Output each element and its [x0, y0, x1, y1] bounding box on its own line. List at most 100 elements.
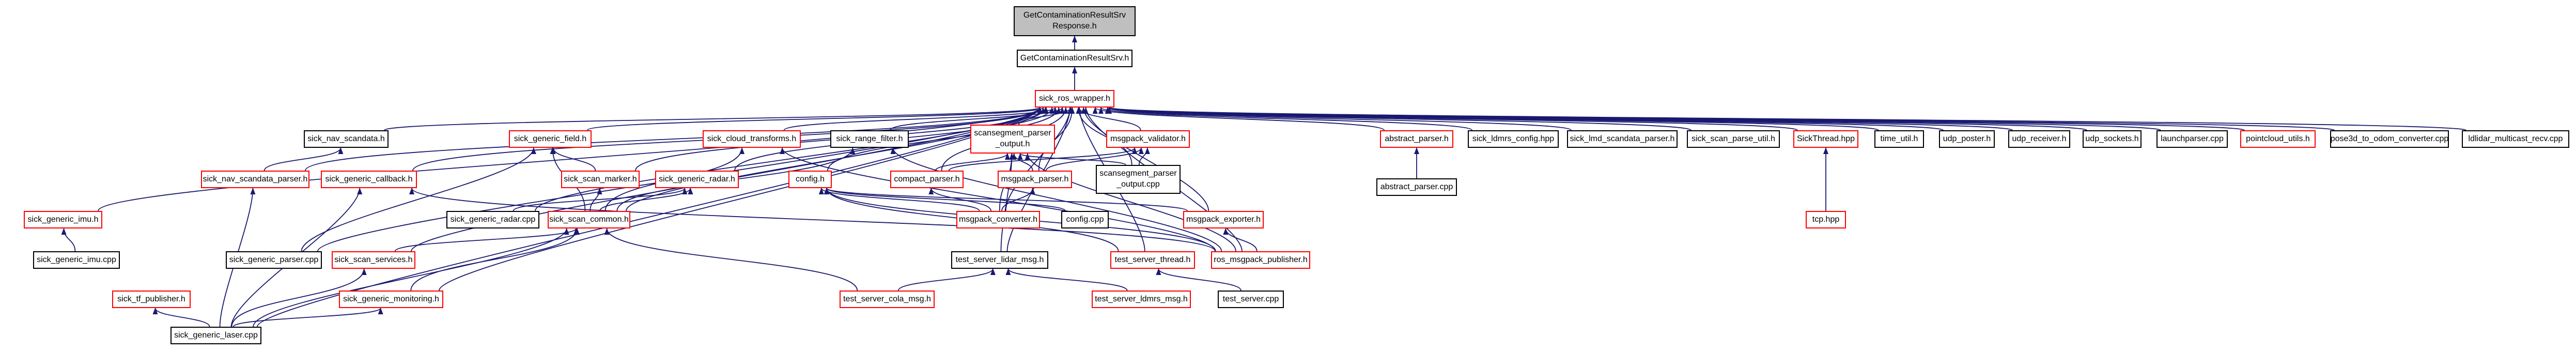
- graph-node-label: GetContaminationResultSrv.h: [1020, 53, 1129, 63]
- graph-node-scan_parse_util[interactable]: sick_scan_parse_util.h: [1687, 130, 1780, 148]
- graph-node-scan_marker[interactable]: sick_scan_marker.h: [561, 171, 640, 188]
- graph-node-label: sick_scan_services.h: [334, 255, 413, 264]
- include-edge-generic_field-to-wrapper: [587, 107, 1046, 131]
- include-edge-ts_cola_msg-to-scan_common: [604, 228, 858, 291]
- graph-node-tcp_hpp[interactable]: tcp.hpp: [1806, 211, 1846, 228]
- graph-node-label: sick_ros_wrapper.h: [1039, 94, 1110, 103]
- graph-node-udp_receiver[interactable]: udp_receiver.h: [2008, 130, 2070, 148]
- graph-node-label: scansegment_parser: [974, 129, 1051, 138]
- include-edge-ldmrs_config-to-wrapper: [1098, 107, 1472, 131]
- graph-node-generic_radar_h[interactable]: sick_generic_radar.h: [655, 171, 739, 188]
- graph-node-scan_services[interactable]: sick_scan_services.h: [332, 251, 415, 269]
- graph-node-ts_thread[interactable]: test_server_thread.h: [1110, 251, 1195, 269]
- graph-node-ts_lidar_msg[interactable]: test_server_lidar_msg.h: [951, 251, 1048, 269]
- graph-node-label: pointcloud_utils.h: [2246, 134, 2310, 143]
- graph-node-generic_laser_cpp[interactable]: sick_generic_laser.cpp: [170, 327, 261, 344]
- graph-node-ldlidar[interactable]: ldlidar_multicast_recv.cpp: [2462, 130, 2569, 148]
- include-edge-generic_imu_cpp-to-generic_imu_h: [61, 228, 76, 252]
- include-edge-ros_msgpack_pub-to-range_filter: [890, 147, 1222, 252]
- graph-node-lmd_scandata_parser[interactable]: sick_lmd_scandata_parser.h: [1567, 130, 1678, 148]
- graph-node-label: sick_scan_marker.h: [564, 174, 637, 184]
- graph-node-msgpack_validator[interactable]: msgpack_validator.h: [1106, 130, 1190, 148]
- graph-node-scanseg_out_h[interactable]: scansegment_parser _output.h: [970, 125, 1055, 154]
- graph-node-label: sick_generic_field.h: [514, 134, 587, 143]
- graph-node-generic_monitoring[interactable]: sick_generic_monitoring.h: [339, 291, 443, 308]
- graph-node-udp_sockets[interactable]: udp_sockets.h: [2083, 130, 2142, 148]
- graph-node-label: sick_generic_monitoring.h: [343, 294, 439, 303]
- graph-node-ts_cola_msg[interactable]: test_server_cola_msg.h: [840, 291, 935, 308]
- graph-node-label: sick_generic_imu.h: [27, 215, 99, 224]
- graph-node-label: config.cpp: [1066, 215, 1104, 224]
- include-edge-generic_monitoring-to-scan_common: [410, 228, 580, 291]
- graph-node-label: sick_generic_laser.cpp: [174, 330, 258, 340]
- graph-node-scanseg_out_cpp[interactable]: scansegment_parser_output.cpp: [1096, 165, 1181, 194]
- include-edge-ldlidar-to-wrapper: [1107, 107, 2466, 131]
- graph-node-label: compact_parser.h: [894, 174, 960, 184]
- include-edge-msgpack_converter-to-compact_parser: [928, 188, 992, 211]
- graph-node-ros_msgpack_pub[interactable]: ros_msgpack_publisher.h: [1211, 251, 1310, 269]
- graph-node-label: sick_lmd_scandata_parser.h: [1570, 134, 1675, 143]
- graph-node-label: Response.h: [1052, 22, 1097, 30]
- graph-node-msgpack_exporter[interactable]: msgpack_exporter.h: [1183, 211, 1264, 228]
- graph-node-msgpack_parser[interactable]: msgpack_parser.h: [998, 171, 1072, 188]
- graph-node-generic_field[interactable]: sick_generic_field.h: [509, 130, 592, 148]
- graph-node-range_filter[interactable]: sick_range_filter.h: [830, 130, 909, 148]
- graph-node-config_h[interactable]: config.h: [788, 171, 832, 188]
- include-edge-msgpack_parser-to-msgpack_validator: [1046, 147, 1144, 171]
- graph-node-nav_scandata_parser[interactable]: sick_nav_scandata_parser.h: [201, 171, 309, 188]
- graph-node-pointcloud_utils[interactable]: pointcloud_utils.h: [2240, 130, 2316, 148]
- graph-node-label: msgpack_converter.h: [958, 215, 1038, 224]
- graph-node-abstract_parser_cpp[interactable]: abstract_parser.cpp: [1376, 178, 1457, 196]
- graph-node-label: ros_msgpack_publisher.h: [1214, 255, 1308, 264]
- graph-node-label: sick_generic_callback.h: [325, 174, 413, 184]
- include-edge-generic_laser_cpp-to-scan_services: [231, 268, 367, 327]
- graph-node-time_util[interactable]: time_util.h: [1874, 130, 1924, 148]
- graph-node-label: sick_cloud_transforms.h: [707, 134, 797, 143]
- include-edge-ts_ldmrs_msg-to-ts_lidar_msg: [1005, 268, 1128, 291]
- graph-node-wrapper[interactable]: sick_ros_wrapper.h: [1035, 90, 1114, 108]
- include-edge-nav_scandata_parser-to-nav_scandata: [263, 147, 344, 171]
- graph-node-label: sick_generic_radar.h: [659, 174, 735, 184]
- graph-node-abstract_parser_h[interactable]: abstract_parser.h: [1380, 130, 1453, 148]
- include-edge-ros_msgpack_pub-to-scanseg_out_h: [1025, 153, 1236, 252]
- graph-node-generic_imu_cpp[interactable]: sick_generic_imu.cpp: [33, 251, 120, 269]
- graph-node-udp_poster[interactable]: udp_poster.h: [1939, 130, 1995, 148]
- graph-node-label: msgpack_validator.h: [1110, 134, 1186, 143]
- graph-node-generic_radar_cpp[interactable]: sick_generic_radar.cpp: [446, 211, 539, 228]
- graph-node-label: sick_nav_scandata_parser.h: [203, 174, 308, 184]
- graph-node-getsrv[interactable]: GetContaminationResultSrv.h: [1017, 50, 1132, 67]
- graph-node-nav_scandata[interactable]: sick_nav_scandata.h: [304, 130, 389, 148]
- graph-node-pose3d[interactable]: pose3d_to_odom_converter.cpp: [2330, 130, 2449, 148]
- graph-node-label: sick_range_filter.h: [836, 134, 903, 143]
- graph-node-label: sick_generic_radar.cpp: [450, 215, 536, 224]
- graph-node-label: udp_sockets.h: [2085, 134, 2139, 143]
- graph-node-label: ldlidar_multicast_recv.cpp: [2468, 134, 2563, 143]
- graph-node-label: _output.h: [995, 140, 1030, 148]
- graph-node-sickthread[interactable]: SickThread.hpp: [1793, 130, 1858, 148]
- include-edge-lmd_scandata_parser-to-wrapper: [1105, 107, 1572, 131]
- graph-node-scan_common[interactable]: sick_scan_common.h: [548, 211, 630, 228]
- graph-node-compact_parser[interactable]: compact_parser.h: [890, 171, 964, 188]
- graph-node-label: test_server_thread.h: [1114, 255, 1191, 264]
- include-edge-compact_parser-to-msgpack_validator: [948, 147, 1138, 171]
- graph-node-generic_imu_h[interactable]: sick_generic_imu.h: [24, 211, 102, 228]
- include-edge-generic_laser_cpp-to-generic_monitoring: [233, 308, 383, 327]
- graph-node-cloud_transforms[interactable]: sick_cloud_transforms.h: [703, 130, 801, 148]
- graph-node-generic_callback[interactable]: sick_generic_callback.h: [321, 171, 417, 188]
- graph-node-msgpack_converter[interactable]: msgpack_converter.h: [956, 211, 1040, 228]
- include-edge-generic_parser_cpp-to-generic_field: [301, 147, 536, 252]
- graph-node-launchparser[interactable]: launchparser.cpp: [2156, 130, 2228, 148]
- include-edge-scan_common-to-scan_marker: [589, 188, 602, 211]
- graph-node-generic_parser_cpp[interactable]: sick_generic_parser.cpp: [226, 251, 322, 269]
- graph-node-label: sick_scan_parse_util.h: [1692, 134, 1775, 143]
- graph-node-test_server_cpp[interactable]: test_server.cpp: [1218, 291, 1284, 308]
- graph-node-ldmrs_config[interactable]: sick_ldmrs_config.hpp: [1468, 130, 1559, 148]
- graph-node-tf_publisher[interactable]: sick_tf_publisher.h: [112, 291, 191, 308]
- graph-node-label: sick_tf_publisher.h: [117, 294, 185, 303]
- graph-node-label: SickThread.hpp: [1796, 134, 1855, 143]
- graph-node-ts_ldmrs_msg[interactable]: test_server_ldmrs_msg.h: [1092, 291, 1191, 308]
- graph-node-config_cpp[interactable]: config.cpp: [1061, 211, 1109, 228]
- graph-node-label: test_server.cpp: [1222, 294, 1279, 303]
